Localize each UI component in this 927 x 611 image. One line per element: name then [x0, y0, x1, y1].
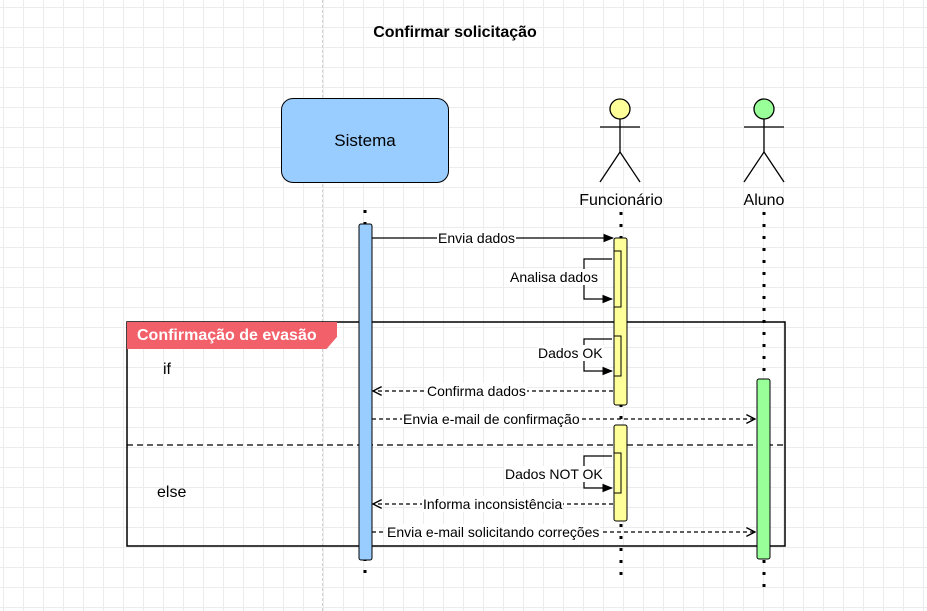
- data-not-ok-label: Dados NOT OK: [504, 466, 604, 482]
- diagram-title: Confirmar solicitação: [373, 24, 537, 41]
- staff-label: Funcionário: [579, 192, 663, 209]
- system-participant[interactable]: Sistema: [281, 98, 449, 183]
- fragment-label-text: Confirmação de evasão: [137, 326, 317, 344]
- student-activation: [756, 378, 771, 560]
- report-inconsistency-label: Informa inconsistência: [422, 496, 564, 512]
- system-activation: [358, 223, 373, 561]
- else-condition: else: [157, 484, 187, 501]
- data-ok-label: Dados OK: [537, 345, 604, 361]
- staff-activation-2-self: [613, 452, 622, 494]
- staff-actor-icon: [599, 98, 641, 183]
- send-confirmation-email-label: Envia e-mail de confirmação: [402, 411, 581, 427]
- page-divider: [322, 0, 323, 611]
- staff-activation-1-self-a: [613, 250, 622, 308]
- student-label: Aluno: [743, 192, 785, 209]
- send-data-label: Envia dados: [437, 230, 517, 246]
- confirm-data-label: Confirma dados: [426, 383, 527, 399]
- student-actor-icon: [743, 98, 785, 183]
- if-condition: if: [163, 361, 171, 378]
- fragment-label: Confirmação de evasão: [127, 322, 337, 349]
- system-label: Sistema: [334, 130, 396, 150]
- staff-activation-1-self-b: [613, 335, 622, 377]
- fragment-frame: [126, 321, 786, 547]
- send-correction-email-label: Envia e-mail solicitando correções: [386, 524, 601, 540]
- analyze-data-label: Analisa dados: [509, 269, 599, 285]
